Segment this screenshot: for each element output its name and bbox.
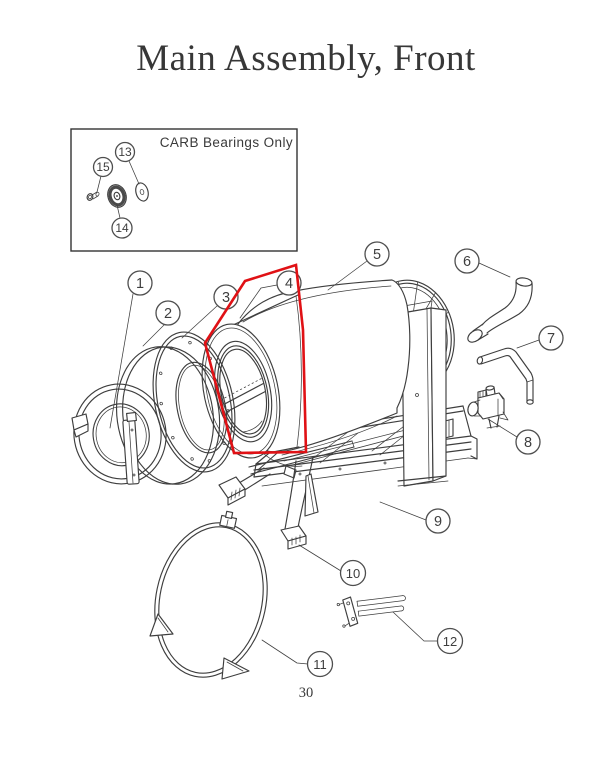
callout-9: 9 bbox=[379, 501, 451, 534]
callout-12: 12 bbox=[392, 611, 464, 655]
drum-band bbox=[149, 510, 268, 680]
callout-number: 8 bbox=[524, 435, 532, 451]
callout-13: 13 bbox=[114, 141, 140, 185]
callout-2: 2 bbox=[142, 300, 181, 347]
callout-circle bbox=[364, 241, 390, 267]
callout-number: 12 bbox=[443, 634, 457, 649]
callout-10: 10 bbox=[298, 544, 367, 587]
callout-circle bbox=[111, 217, 133, 239]
callout-5: 5 bbox=[327, 241, 390, 291]
vent-tube bbox=[476, 347, 534, 405]
callout-15: 15 bbox=[92, 156, 114, 193]
leader-line bbox=[181, 305, 218, 339]
page-number: 30 bbox=[298, 685, 314, 701]
leader-line bbox=[379, 501, 427, 521]
callout-8: 8 bbox=[487, 418, 541, 455]
inset-box bbox=[70, 128, 298, 252]
callout-number: 5 bbox=[373, 247, 381, 263]
callout-number: 10 bbox=[346, 566, 360, 581]
carb-washer bbox=[135, 182, 149, 202]
leader-line bbox=[261, 639, 309, 665]
callout-11: 11 bbox=[261, 639, 334, 678]
callout-number: 11 bbox=[313, 657, 327, 672]
callout-number: 6 bbox=[463, 254, 471, 270]
callout-circle bbox=[436, 627, 464, 655]
leader-line bbox=[128, 160, 140, 185]
callout-1: 1 bbox=[109, 270, 153, 429]
callout-number: 4 bbox=[285, 276, 293, 292]
callout-number: 7 bbox=[547, 331, 555, 347]
highlight-outline bbox=[203, 263, 308, 455]
callout-7: 7 bbox=[516, 325, 564, 351]
page-title: Main Assembly, Front bbox=[136, 38, 476, 79]
leader-line bbox=[298, 544, 342, 572]
callout-number: 14 bbox=[115, 221, 129, 235]
leader-line bbox=[478, 262, 511, 278]
inset-label: CARB Bearings Only bbox=[160, 135, 293, 150]
leader-line bbox=[142, 324, 165, 347]
callout-circle bbox=[306, 650, 334, 678]
leader-line bbox=[96, 175, 102, 193]
callout-4: 4 bbox=[239, 270, 302, 319]
callout-circle bbox=[538, 325, 564, 351]
callout-circle bbox=[127, 270, 153, 296]
leader-line bbox=[109, 293, 134, 429]
callout-number: 2 bbox=[164, 306, 172, 322]
callout-14: 14 bbox=[111, 204, 133, 239]
callout-number: 9 bbox=[434, 514, 442, 530]
callout-circle bbox=[515, 429, 541, 455]
gas-valve bbox=[467, 385, 509, 429]
callout-circle bbox=[276, 270, 302, 296]
leader-line bbox=[116, 204, 121, 219]
front-bracket bbox=[218, 440, 355, 550]
callout-number: 13 bbox=[118, 145, 132, 159]
door-hinge-bar bbox=[122, 411, 140, 485]
elbow-hose bbox=[467, 277, 533, 343]
leader-line bbox=[487, 418, 518, 438]
heating-element bbox=[336, 595, 406, 628]
callout-circle bbox=[155, 300, 181, 326]
callout-number: 1 bbox=[136, 276, 144, 292]
callout-6: 6 bbox=[454, 248, 511, 278]
leader-line bbox=[239, 284, 278, 319]
callout-circle bbox=[339, 559, 367, 587]
callout-circle bbox=[114, 141, 136, 163]
callout-number: 15 bbox=[96, 160, 110, 174]
callout-circle bbox=[92, 156, 114, 178]
carb-bearing bbox=[107, 184, 127, 208]
leader-line bbox=[327, 260, 368, 291]
carb-screw bbox=[86, 191, 100, 201]
callout-circle bbox=[425, 508, 451, 534]
callouts: 1 2 3 4 5 bbox=[109, 241, 564, 678]
door-ring bbox=[71, 383, 167, 485]
leader-line bbox=[392, 611, 439, 642]
fin-plate bbox=[304, 473, 319, 517]
callout-circle bbox=[454, 248, 480, 274]
leader-line bbox=[516, 339, 540, 349]
carb-inset: CARB Bearings Only bbox=[70, 128, 298, 252]
callout-number: 3 bbox=[222, 290, 230, 306]
